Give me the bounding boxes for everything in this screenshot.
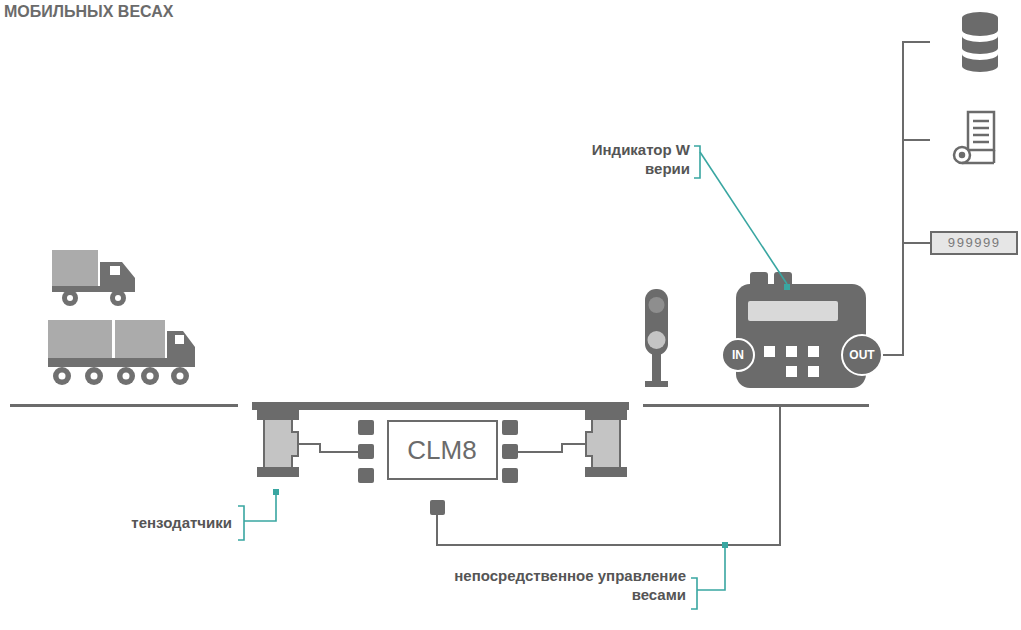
port-circle: IN — [721, 338, 755, 372]
callout-label: Индикатор W верии — [586, 140, 690, 178]
database-icon — [962, 12, 998, 72]
bus-line — [883, 243, 930, 355]
callout-label: тензодатчики — [60, 513, 232, 532]
big-truck — [48, 320, 195, 385]
port-circle: OUT — [841, 334, 883, 376]
node-text: OUT — [849, 348, 874, 362]
load-cell — [586, 411, 626, 476]
node-text: 999999 — [948, 236, 1001, 251]
traffic-light — [645, 289, 668, 387]
printer-icon — [954, 112, 994, 163]
ground-right — [643, 404, 869, 407]
connector-tab — [358, 420, 518, 515]
ground-left — [10, 404, 238, 407]
callout-leader — [238, 146, 787, 609]
node-text: CLM8 — [407, 435, 476, 466]
node-text: IN — [732, 348, 744, 362]
title: МОБИЛЬНЫХ ВЕСАХ — [4, 2, 173, 21]
small-truck — [52, 250, 135, 306]
module-box: CLM8 — [387, 420, 498, 480]
callout-dot — [273, 284, 790, 548]
callout-label: непосредственное управление весами — [440, 566, 686, 604]
output-bus — [903, 42, 930, 242]
indicator-device — [736, 272, 866, 388]
scale-platform — [252, 402, 629, 410]
display-box: 999999 — [930, 231, 1018, 255]
load-cell — [258, 411, 298, 476]
wire — [298, 407, 780, 545]
